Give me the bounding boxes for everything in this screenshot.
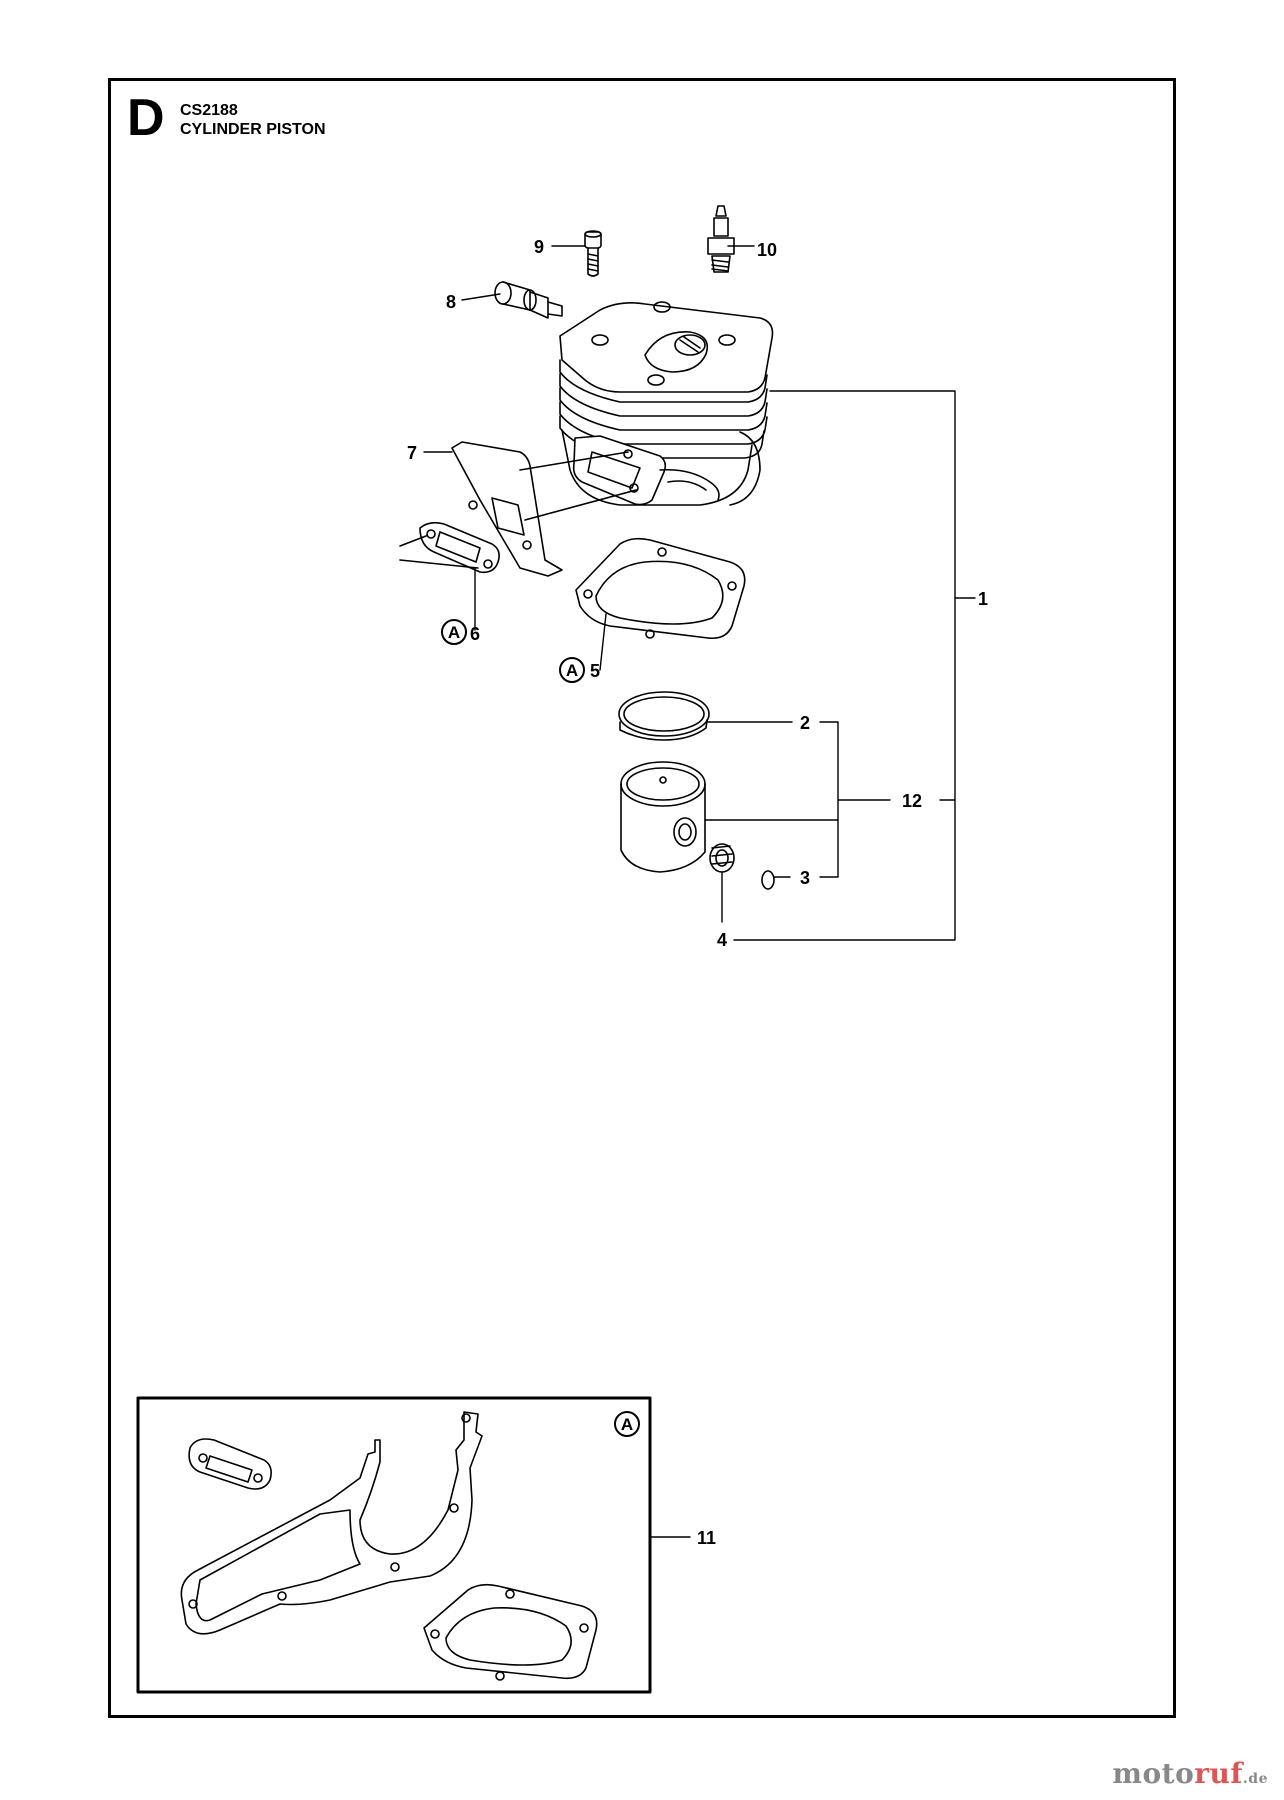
kit-marker-5-letter: A: [566, 661, 578, 680]
kit-marker-6-letter: A: [448, 623, 460, 642]
watermark-logo: motoruf.de: [1112, 1757, 1268, 1790]
section-letter: D: [127, 89, 165, 147]
kit-marker-inset-letter: A: [621, 1415, 633, 1434]
circlip-drawing: [761, 870, 775, 890]
drawing-frame: [108, 78, 1176, 1718]
callout-9: 9: [534, 237, 544, 257]
callout-12: 12: [902, 791, 922, 811]
callout-7: 7: [407, 443, 417, 463]
needle-bearing-drawing: [709, 843, 735, 873]
callout-4: 4: [717, 930, 727, 950]
model-code: CS2188: [180, 102, 238, 119]
callout-11: 11: [697, 1528, 716, 1548]
callout-2: 2: [800, 713, 810, 733]
exhaust-gasket-drawing: [399, 521, 500, 574]
cylinder-gasket-drawing: [575, 537, 746, 640]
spark-plug-drawing: [707, 205, 735, 273]
callout-8: 8: [446, 292, 456, 312]
cylinder-drawing: [559, 301, 774, 506]
leader-lines: [423, 245, 976, 1538]
callout-6: 6: [470, 624, 480, 644]
callout-10: 10: [757, 240, 777, 260]
gasket-kit-inset: [136, 1396, 652, 1694]
kit-marker-inset: A: [614, 1411, 640, 1437]
callout-1: 1: [978, 589, 988, 609]
piston-ring-drawing: [618, 691, 710, 741]
kit-marker-5: A: [559, 657, 585, 683]
callout-3: 3: [800, 868, 810, 888]
kit-marker-6: A: [441, 619, 467, 645]
callout-labels: 9 10 8 7 1 2 12 3 4 6 5 11: [407, 237, 988, 1548]
piston-drawing: [620, 761, 706, 873]
callout-5: 5: [590, 661, 600, 681]
screw-drawing: [584, 230, 602, 277]
heat-shield-drawing: [451, 441, 637, 577]
decompression-valve-drawing: [494, 281, 563, 319]
diagram-title: CYLINDER PISTON: [180, 121, 326, 138]
